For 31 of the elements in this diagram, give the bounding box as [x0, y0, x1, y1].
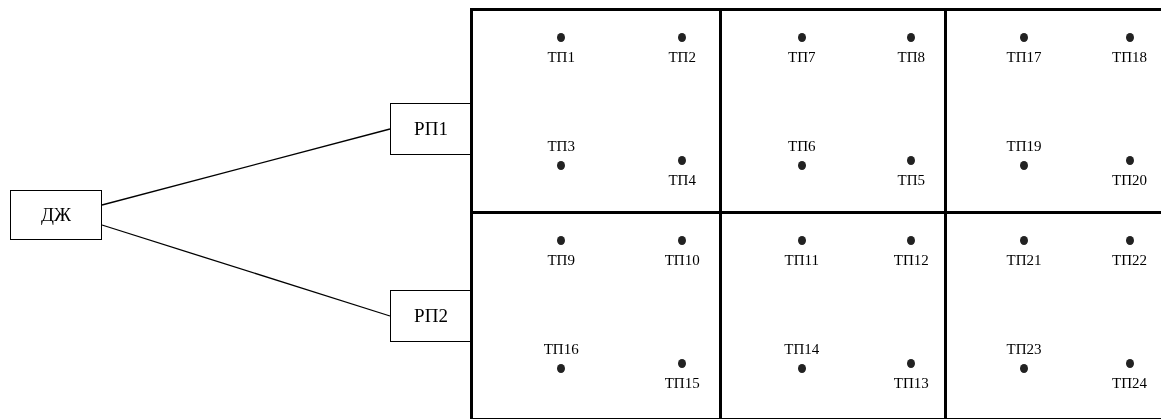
point-label: ТП4	[668, 171, 696, 189]
point-label: ТП19	[1006, 137, 1042, 155]
point-label: ТП5	[897, 171, 925, 189]
point-label: ТП12	[893, 251, 929, 269]
point-label: ТП8	[897, 48, 925, 66]
point-label: ТП9	[547, 251, 575, 269]
district-cell	[470, 211, 722, 419]
point-label: ТП24	[1112, 374, 1148, 392]
point-label: ТП14	[784, 340, 820, 358]
point-label: ТП13	[893, 374, 929, 392]
point-label: ТП16	[543, 340, 579, 358]
point-label: ТП11	[784, 251, 819, 269]
point-label: ТП2	[668, 48, 696, 66]
point-label: ТП20	[1112, 171, 1148, 189]
station-box: РП1	[390, 103, 472, 155]
point-label: ТП7	[788, 48, 816, 66]
point-label: ТП3	[547, 137, 575, 155]
point-label: ТП1	[547, 48, 575, 66]
point-label: ТП17	[1006, 48, 1042, 66]
district-cell	[470, 8, 722, 214]
point-label: ТП10	[664, 251, 700, 269]
station-box: РП2	[390, 290, 472, 342]
connector-line	[101, 224, 391, 317]
point-label: ТП6	[788, 137, 816, 155]
point-label: ТП15	[664, 374, 700, 392]
point-label: ТП18	[1112, 48, 1148, 66]
point-label: ТП23	[1006, 340, 1042, 358]
point-label: ТП21	[1006, 251, 1042, 269]
connector-line	[101, 128, 391, 206]
station-box: ДЖ	[10, 190, 102, 240]
point-label: ТП22	[1112, 251, 1148, 269]
